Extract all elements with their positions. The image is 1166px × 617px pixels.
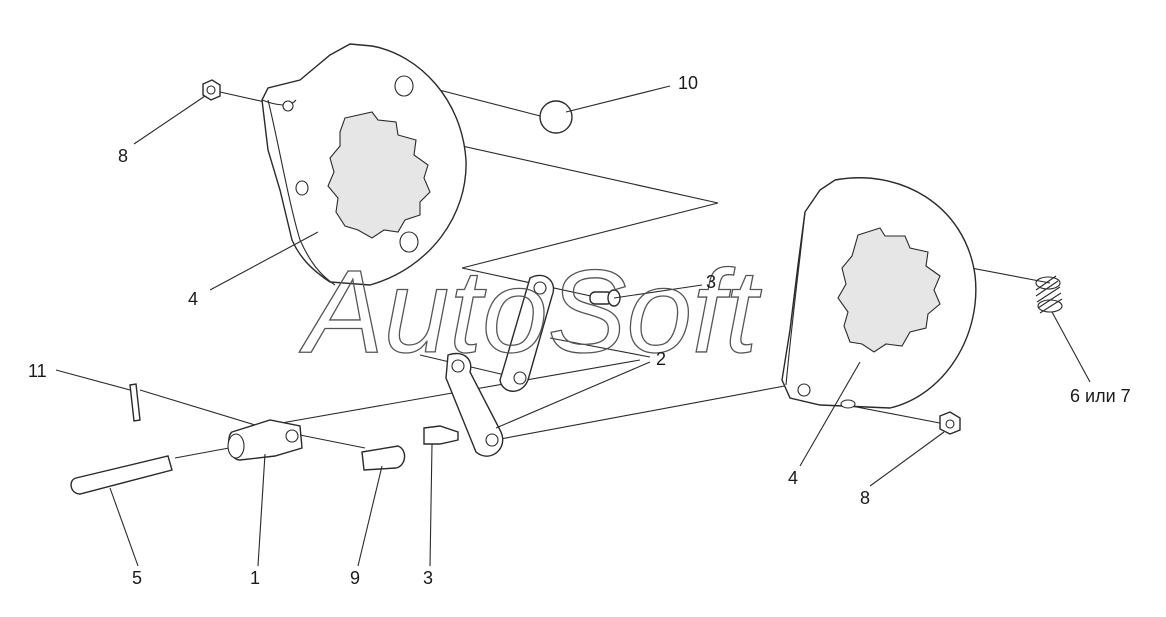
leader-10 xyxy=(565,85,671,113)
nut-part-8-bottom xyxy=(939,411,961,435)
callout-labels: 10 8 4 3 2 11 6 или 7 4 8 5 1 9 3 xyxy=(28,73,1131,588)
rod-part-5 xyxy=(70,455,173,495)
callout-3-upper: 3 xyxy=(706,272,716,292)
cotter-part-11 xyxy=(129,383,141,422)
leader-3a xyxy=(613,284,703,299)
pin-part-9 xyxy=(361,445,406,471)
leader-2b xyxy=(495,361,651,429)
ball-part-10 xyxy=(539,100,573,134)
callout-4-left: 4 xyxy=(188,289,198,309)
leader-4b xyxy=(799,361,861,467)
nut-part-8-top xyxy=(202,79,221,101)
link-part-2-lower xyxy=(445,352,504,457)
plate-part-4-right xyxy=(781,177,977,409)
callout-1: 1 xyxy=(250,568,260,588)
axis-line-cotter xyxy=(139,389,256,426)
spring-part-6-7 xyxy=(1035,275,1063,314)
leader-1 xyxy=(257,453,266,567)
leader-8a xyxy=(133,95,206,145)
leader-11 xyxy=(55,369,131,391)
clevis-part-1 xyxy=(227,419,303,461)
leader-8b xyxy=(869,431,945,487)
leader-6-7 xyxy=(1051,311,1091,383)
axis-line-pin9 xyxy=(289,432,366,449)
callout-2: 2 xyxy=(656,349,666,369)
callout-4-right: 4 xyxy=(788,468,798,488)
callout-6-or-7: 6 или 7 xyxy=(1070,386,1131,406)
leader-lines xyxy=(55,85,1091,567)
callout-5: 5 xyxy=(132,568,142,588)
callout-9: 9 xyxy=(350,568,360,588)
callout-11: 11 xyxy=(28,361,47,381)
callout-10: 10 xyxy=(678,73,698,93)
leader-3b xyxy=(429,443,433,567)
watermark-text: AutoSoft xyxy=(299,246,762,378)
axis-line-right-plate xyxy=(494,384,791,441)
axis-line-zigzag xyxy=(461,202,719,269)
pin-part-3-upper xyxy=(589,289,621,307)
link-part-2-upper xyxy=(499,274,555,392)
callout-8-bottom: 8 xyxy=(860,488,870,508)
leader-9 xyxy=(357,465,383,567)
callout-3-lower: 3 xyxy=(423,568,433,588)
pin-part-3-lower xyxy=(423,425,459,445)
leader-2a xyxy=(549,337,651,358)
leader-4a xyxy=(209,231,319,291)
callout-8-top: 8 xyxy=(118,146,128,166)
leader-5 xyxy=(109,487,139,567)
plate-part-4-left xyxy=(261,43,467,286)
